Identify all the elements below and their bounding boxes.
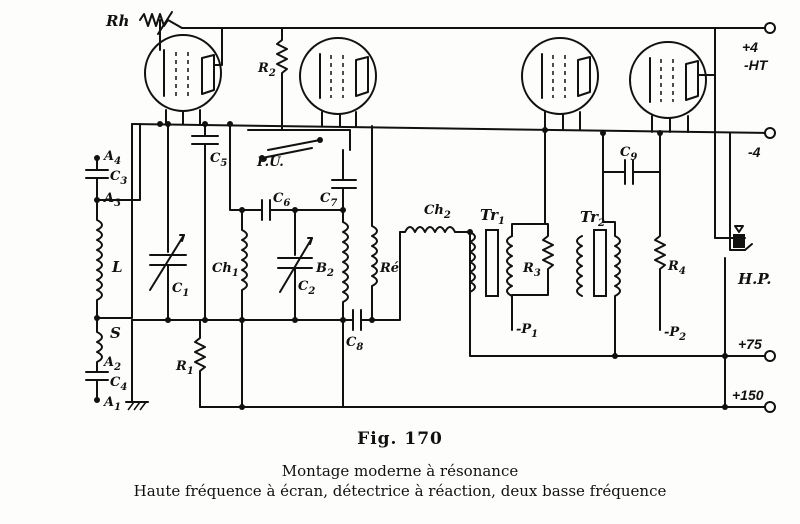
label-p1: -P1 (516, 322, 538, 340)
transformer-tr2 (576, 171, 621, 357)
label-tr2: Tr2 (580, 208, 605, 229)
label-r4: R4 (667, 259, 686, 277)
label-c1: C1 (172, 281, 189, 299)
terminal-label-plus4: +4 (742, 39, 758, 55)
capacitor-c5 (191, 123, 219, 321)
label-c5: C5 (210, 151, 227, 169)
junction-dots (157, 121, 728, 410)
antenna-section (85, 123, 141, 403)
label-ch1: Ch1 (212, 261, 239, 279)
tube-1 (144, 27, 223, 125)
variable-capacitor-c2[interactable] (277, 209, 313, 321)
label-tr1: Tr1 (480, 206, 505, 227)
terminal-label-minus-ht: -HT (744, 57, 769, 73)
plus150-drops (241, 319, 344, 408)
label-ch2: Ch2 (424, 203, 451, 221)
label-c7: C7 (320, 191, 337, 209)
label-c4: C4 (110, 375, 127, 393)
figure-caption-line-1: Montage moderne à résonance (281, 462, 519, 480)
label-c3: C3 (110, 169, 127, 187)
label-p2: -P2 (664, 325, 686, 343)
capacitor-c6 (229, 123, 344, 221)
tube-4 (629, 41, 716, 133)
figure-caption-line-2: Haute fréquence à écran, détectrice à ré… (133, 482, 667, 500)
right-vertical-rails (714, 27, 731, 406)
circuit-diagram: Rh R2 C5 P.U. C6 C7 Ch1 C2 B2 Ré C8 Ch2 … (85, 11, 776, 413)
ground-icon (125, 319, 149, 411)
label-pu: P.U. (256, 155, 284, 170)
choke-ch1 (241, 209, 248, 321)
resistor-r2 (276, 27, 288, 131)
resistor-r4 (654, 171, 666, 331)
rheostat-rh (139, 11, 183, 51)
terminal-minus4[interactable] (764, 127, 776, 139)
label-rh: Rh (105, 12, 129, 30)
variable-capacitor-c1[interactable] (149, 123, 187, 321)
terminal-label-plus150: +150 (732, 387, 764, 403)
pickup-switch[interactable] (247, 129, 351, 161)
label-hp: H.P. (737, 270, 771, 288)
terminal-label-plus75: +75 (738, 336, 762, 352)
label-r3: R3 (522, 261, 541, 279)
label-a1: A1 (102, 395, 121, 413)
coil-b2 (342, 221, 349, 321)
figure-title: Fig. 170 (357, 429, 443, 449)
choke-ch2 (399, 226, 471, 233)
tube-2 (299, 37, 377, 127)
capacitor-c7 (331, 149, 357, 223)
label-a3: A3 (102, 191, 121, 209)
label-r2: R2 (257, 61, 276, 79)
terminal-plus150[interactable] (764, 401, 776, 413)
label-c8: C8 (346, 335, 363, 353)
label-l: L (111, 258, 123, 276)
transformer-tr1 (469, 129, 546, 331)
label-c9: C9 (620, 145, 637, 163)
loudspeaker-hp[interactable] (714, 225, 753, 251)
label-b2: B2 (315, 261, 334, 279)
resistor-r3 (511, 223, 554, 296)
terminal-label-minus4: -4 (748, 144, 761, 160)
resistor-r1 (194, 319, 206, 408)
label-re: Ré (379, 261, 399, 276)
label-s: S (110, 324, 121, 342)
label-r1: R1 (175, 359, 194, 377)
reaction-coil-re (371, 125, 378, 321)
tube-3 (521, 37, 599, 131)
label-c2: C2 (298, 279, 315, 297)
label-a2: A2 (102, 355, 121, 373)
terminal-plus4[interactable] (764, 22, 776, 34)
label-a4: A4 (102, 149, 121, 167)
label-c6: C6 (273, 191, 290, 209)
terminal-plus75[interactable] (764, 350, 776, 362)
